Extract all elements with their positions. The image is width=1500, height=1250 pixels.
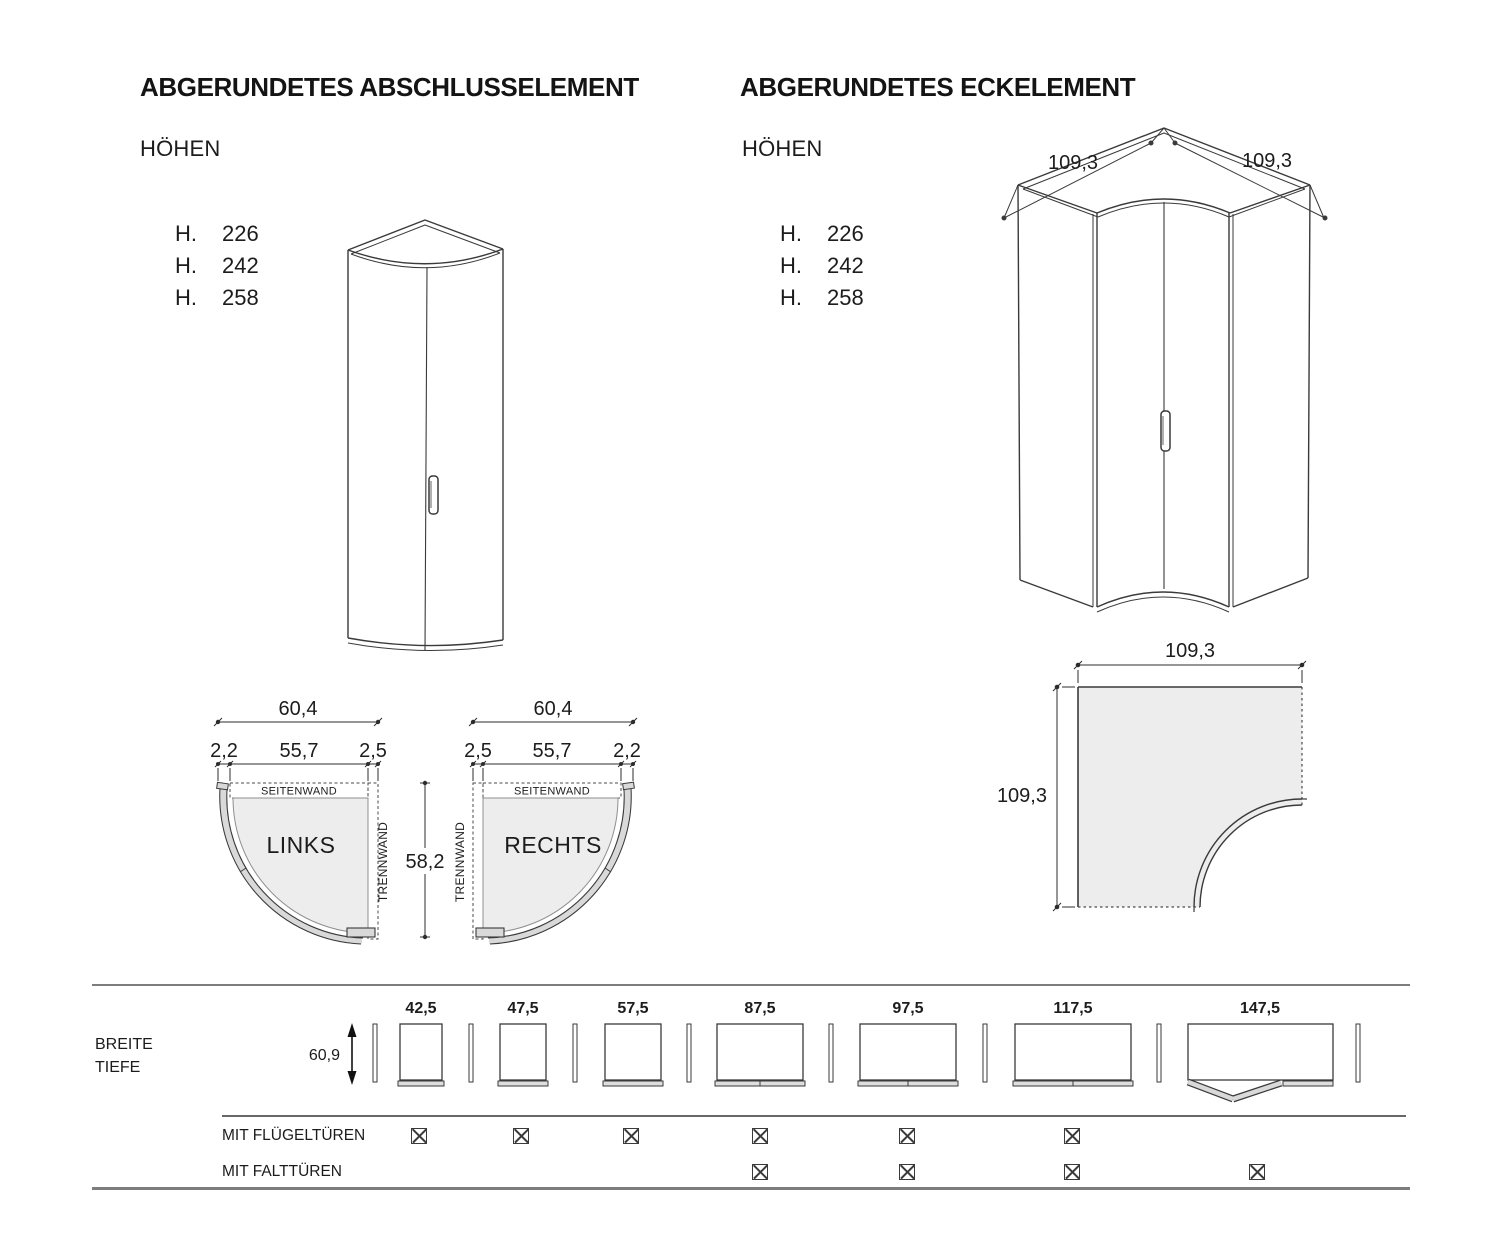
height-value: 242 bbox=[222, 253, 259, 278]
height-prefix: H. bbox=[780, 285, 802, 310]
iso-dimension-lines bbox=[1001, 127, 1328, 221]
height-prefix: H. bbox=[780, 221, 802, 246]
checkbox-falttueren-117-5[interactable] bbox=[1064, 1164, 1080, 1180]
checkbox-fluegeltueren-47-5[interactable] bbox=[513, 1128, 529, 1144]
iso-dim-left: 109,3 bbox=[1048, 152, 1098, 174]
width-label: 147,5 bbox=[1240, 1000, 1280, 1017]
height-prefix: H. bbox=[175, 285, 197, 310]
plan-rechts: 60,4 2,5 55,7 2,2 SEITENWAND TRENNWAND bbox=[453, 698, 641, 945]
height-row: H. 242 bbox=[780, 253, 864, 285]
height-prefix: H. bbox=[175, 221, 197, 246]
end-element-plan-views: 60,4 2,2 55,7 2,5 SEITENWAND TRENNWAND bbox=[210, 698, 641, 945]
plan-dim-depth: 109,3 bbox=[997, 785, 1047, 807]
depth-arrow bbox=[347, 1023, 357, 1085]
height-value: 226 bbox=[222, 221, 259, 246]
width-label: 47,5 bbox=[507, 1000, 538, 1017]
checkbox-fluegeltueren-117-5[interactable] bbox=[1064, 1128, 1080, 1144]
left-heights-list: H. 226 H. 242 H. 258 bbox=[175, 221, 259, 317]
height-row: H. 258 bbox=[175, 285, 259, 317]
side-wall-label: SEITENWAND bbox=[514, 786, 590, 798]
table-mid-rule bbox=[222, 1115, 1406, 1117]
width-label: 87,5 bbox=[744, 1000, 775, 1017]
plan-dim-width: 109,3 bbox=[1165, 640, 1215, 662]
tiefe-label: TIEFE bbox=[95, 1059, 141, 1076]
table-bottom-rule bbox=[92, 1187, 1410, 1190]
checkbox-fluegeltueren-57-5[interactable] bbox=[623, 1128, 639, 1144]
width-variants-drawing: 60,9 42,5 47,5 57,5 87,5 97,5 117,5 147,… bbox=[309, 1000, 1361, 1103]
height-value: 258 bbox=[827, 285, 864, 310]
table-top-rule bbox=[92, 984, 1410, 986]
width-label: 42,5 bbox=[405, 1000, 436, 1017]
corner-element-wardrobe-drawing: 109,3 109,3 bbox=[1001, 127, 1328, 613]
right-section-title: ABGERUNDETES ECKELEMENT bbox=[740, 72, 1136, 102]
left-section-title: ABGERUNDETES ABSCHLUSSELEMENT bbox=[140, 72, 639, 102]
right-heights-list: H. 226 H. 242 H. 258 bbox=[780, 221, 864, 317]
iso-dim-right: 109,3 bbox=[1242, 150, 1292, 172]
height-row: H. 242 bbox=[175, 253, 259, 285]
dim-wall-b: 2,5 bbox=[359, 740, 387, 762]
height-value: 242 bbox=[827, 253, 864, 278]
height-prefix: H. bbox=[175, 253, 197, 278]
dim-inner: 55,7 bbox=[533, 740, 572, 762]
side-wall-label: SEITENWAND bbox=[261, 786, 337, 798]
height-value: 226 bbox=[827, 221, 864, 246]
end-element-wardrobe-drawing bbox=[347, 219, 504, 652]
checkbox-falttueren-87-5[interactable] bbox=[752, 1164, 768, 1180]
divider-label: TRENNWAND bbox=[453, 822, 467, 902]
dim-total: 60,4 bbox=[534, 698, 573, 720]
height-prefix: H. bbox=[780, 253, 802, 278]
plan-links: 60,4 2,2 55,7 2,5 SEITENWAND TRENNWAND bbox=[210, 698, 390, 945]
right-heights-label: HÖHEN bbox=[742, 136, 823, 161]
door-handle bbox=[1160, 410, 1171, 452]
depth-dimension: 58,2 bbox=[400, 780, 450, 940]
dim-wall-b: 2,2 bbox=[613, 740, 641, 762]
checkbox-falttueren-97-5[interactable] bbox=[899, 1164, 915, 1180]
checkbox-fluegeltueren-87-5[interactable] bbox=[752, 1128, 768, 1144]
folding-door-open bbox=[1186, 1078, 1283, 1103]
height-row: H. 258 bbox=[780, 285, 864, 317]
dim-wall-a: 2,5 bbox=[464, 740, 492, 762]
dim-depth: 58,2 bbox=[406, 851, 445, 873]
width-label: 97,5 bbox=[892, 1000, 923, 1017]
width-label: 117,5 bbox=[1053, 1000, 1092, 1017]
divider-label: TRENNWAND bbox=[376, 822, 390, 902]
door-handle bbox=[428, 475, 439, 515]
option-row-fluegeltueren-label: MIT FLÜGELTÜREN bbox=[222, 1127, 366, 1144]
width-label: 57,5 bbox=[617, 1000, 648, 1017]
checkbox-falttueren-147-5[interactable] bbox=[1249, 1164, 1265, 1180]
height-row: H. 226 bbox=[175, 221, 259, 253]
left-heights-label: HÖHEN bbox=[140, 136, 221, 161]
dim-total: 60,4 bbox=[279, 698, 318, 720]
checkbox-fluegeltueren-97-5[interactable] bbox=[899, 1128, 915, 1144]
plan-links-label: LINKS bbox=[267, 832, 336, 858]
dim-inner: 55,7 bbox=[280, 740, 319, 762]
height-value: 258 bbox=[222, 285, 259, 310]
option-row-falttueren-label: MIT FALTTÜREN bbox=[222, 1163, 342, 1180]
breite-label: BREITE bbox=[95, 1036, 153, 1053]
dim-wall-a: 2,2 bbox=[210, 740, 238, 762]
corner-element-plan-view: 109,3 109,3 bbox=[997, 640, 1307, 912]
plan-rechts-label: RECHTS bbox=[504, 832, 602, 858]
height-row: H. 226 bbox=[780, 221, 864, 253]
depth-value: 60,9 bbox=[309, 1047, 340, 1064]
checkbox-fluegeltueren-42-5[interactable] bbox=[411, 1128, 427, 1144]
